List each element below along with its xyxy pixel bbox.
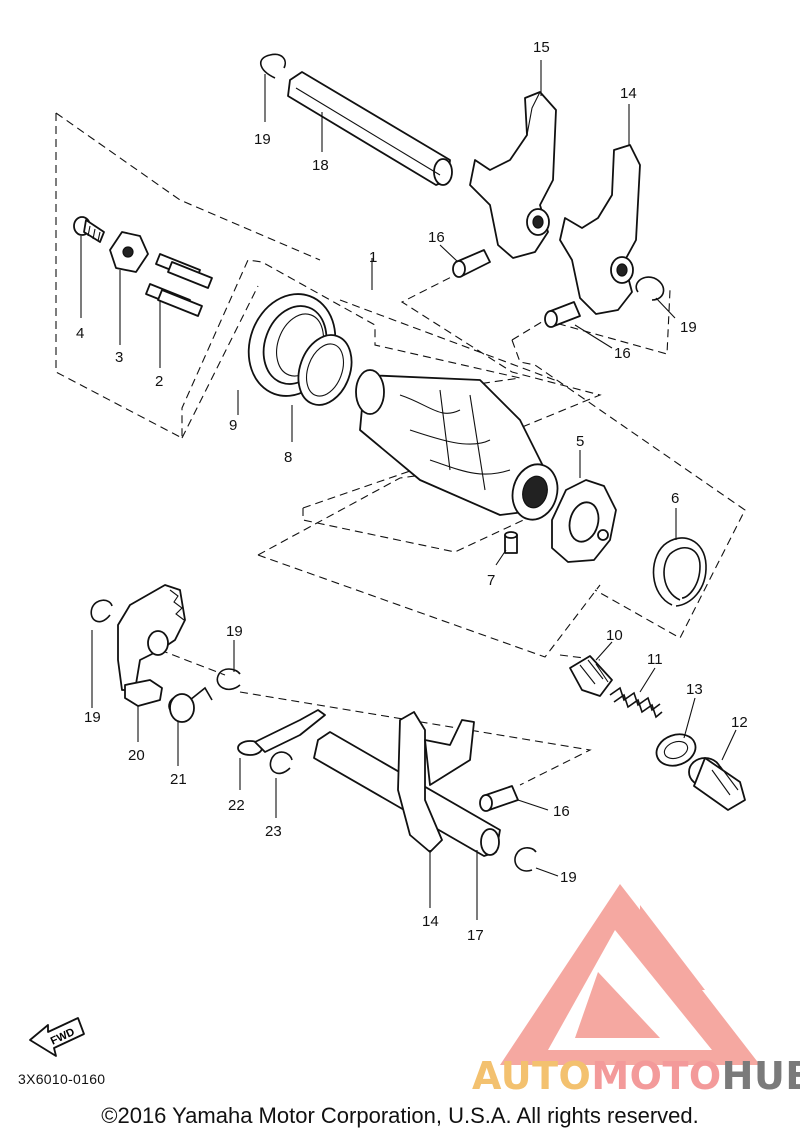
callout-17: 17 [467,927,484,944]
guide-pin-16-b [544,301,581,328]
circlip-19-right [514,847,537,872]
segment-3 [109,231,149,273]
spring-21 [168,686,213,723]
callout-9: 9 [229,417,237,434]
shift-arm-plate [254,709,326,753]
callout-16-upper: 16 [428,229,445,246]
callout-15: 15 [533,39,550,56]
callout-22: 22 [228,797,245,814]
watermark-moto: MOTO [591,1054,722,1098]
callout-11: 11 [647,651,663,668]
circlip-23 [269,751,293,775]
copyright-text: ©2016 Yamaha Motor Corporation, U.S.A. A… [101,1103,699,1128]
circlip-19-left [90,599,113,623]
callout-labels: 15 14 19 18 16 1 19 16 4 3 2 9 8 5 6 7 1… [76,39,748,944]
callout-3: 3 [115,349,123,366]
callout-10: 10 [606,627,623,644]
circlip-19-top [260,53,286,79]
callout-23: 23 [265,823,282,840]
callout-18: 18 [312,157,329,174]
callout-14-upper: 14 [620,85,637,102]
callout-8: 8 [284,449,292,466]
callout-21: 21 [170,771,187,788]
shift-lever-20 [117,584,186,707]
leader-lines [80,60,737,920]
dowel-pin-7 [504,531,518,554]
guide-pin-16-a [452,249,491,278]
gasket-13 [655,733,697,767]
ring-8 [297,334,353,406]
callout-12: 12 [731,714,748,731]
screw-4 [73,216,105,243]
fwd-arrow-icon: FWD [29,1017,85,1057]
pins-2 [145,253,213,317]
callout-4: 4 [76,325,84,342]
circlip-6 [652,537,707,607]
watermark-logo [500,884,760,1065]
watermark-text: AUTOMOTOHUB [472,1054,800,1098]
callout-19-mid: 19 [226,623,243,640]
callout-6: 6 [671,490,679,507]
shift-fork-14-upper [559,144,641,315]
callout-16-mid: 16 [614,345,631,362]
shift-fork-shaft [287,71,453,186]
callout-1: 1 [369,249,377,266]
callout-19-right: 19 [560,869,577,886]
shift-fork-15 [469,91,557,259]
callout-19-left: 19 [84,709,101,726]
plunger-10 [569,655,613,697]
callout-13: 13 [686,681,703,698]
callout-19-fork: 19 [680,319,697,336]
callout-2: 2 [155,373,163,390]
diagram-code: 3X6010-0160 [18,1071,106,1087]
plug-bolt-12 [688,757,746,811]
spring-11 [609,686,663,719]
shift-fork-14-lower [397,711,475,853]
shift-drum-1 [355,369,559,521]
circlip-19-mid [216,668,241,691]
callout-7: 7 [487,572,495,589]
callout-14-lower: 14 [422,913,439,930]
guide-pin-16-c [479,785,519,812]
star-plate-5 [551,479,617,563]
watermark-auto: AUTO [472,1054,592,1098]
watermark-hub: HUB [721,1054,800,1098]
callout-20: 20 [128,747,145,764]
callout-19-top: 19 [254,131,271,148]
circlip-19-fork [635,276,665,301]
callout-16-lower: 16 [553,803,570,820]
callout-5: 5 [576,433,584,450]
